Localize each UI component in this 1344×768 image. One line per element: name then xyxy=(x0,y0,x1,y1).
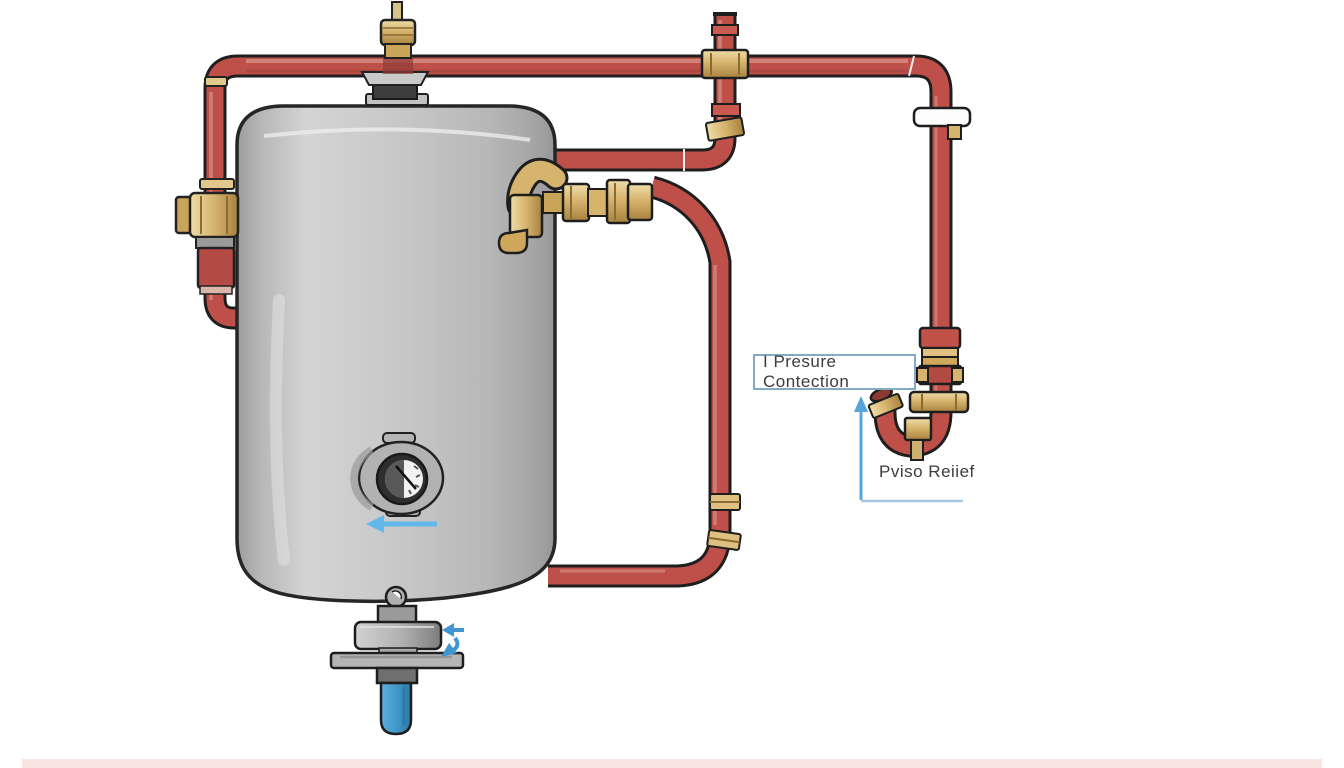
brass-tee xyxy=(700,48,750,80)
flow-arrow-left xyxy=(366,515,437,533)
water-heater-tank xyxy=(235,104,557,604)
recirculation-loop-pipe xyxy=(548,175,732,588)
temperature-pressure-gauge xyxy=(350,432,445,517)
valve-stub xyxy=(910,439,924,461)
valve-cap xyxy=(379,18,417,47)
brass-tee-body xyxy=(188,191,240,239)
pressure-relief-valve xyxy=(867,106,972,461)
gauge-needle xyxy=(395,465,417,490)
tank-top-highlight xyxy=(263,127,531,142)
brass-pipe-union xyxy=(497,157,654,255)
annotation-arrow-head xyxy=(854,396,868,412)
main-pipe-run xyxy=(203,54,953,458)
riser-stub-pipe xyxy=(532,12,737,172)
washer xyxy=(195,236,235,249)
red-coupling xyxy=(918,326,962,350)
relief-label: Pviso Reiief xyxy=(879,462,975,482)
red-ring xyxy=(711,24,739,36)
drain-collar xyxy=(375,666,419,685)
left-inlet-fittings xyxy=(174,76,240,295)
union-nut xyxy=(605,178,632,225)
header-tee-fittings xyxy=(700,24,750,142)
relief-label-text: Pviso Reiief xyxy=(879,462,975,481)
brass-ring xyxy=(204,76,228,87)
union-adapter xyxy=(626,182,654,222)
drain-handle xyxy=(379,681,413,736)
valve-block xyxy=(903,416,933,442)
tank-top-valve xyxy=(360,1,430,106)
hook-foot xyxy=(497,228,529,255)
valve-body xyxy=(384,43,412,59)
loop-couplings xyxy=(706,493,742,551)
pressure-connection-label: I Presure Contection xyxy=(753,352,916,391)
red-coupling xyxy=(711,103,741,117)
union-nut xyxy=(561,182,591,223)
brass-ring xyxy=(199,178,235,190)
pipe-joint-gap xyxy=(908,55,915,77)
annotation-lines xyxy=(854,396,963,503)
bottom-strip xyxy=(22,759,1322,768)
bottom-drain-valve xyxy=(329,585,465,736)
brass-hex-nut xyxy=(908,390,970,414)
tank-side-highlight xyxy=(269,294,290,566)
pipe-shadow-at-valve xyxy=(383,57,413,74)
white-flange xyxy=(912,106,972,128)
brass-band xyxy=(867,392,904,419)
red-coupling xyxy=(196,246,236,290)
pressure-connection-label-text: I Presure Contection xyxy=(763,352,850,391)
drain-arrows xyxy=(441,623,464,657)
brass-coupling xyxy=(705,116,745,142)
